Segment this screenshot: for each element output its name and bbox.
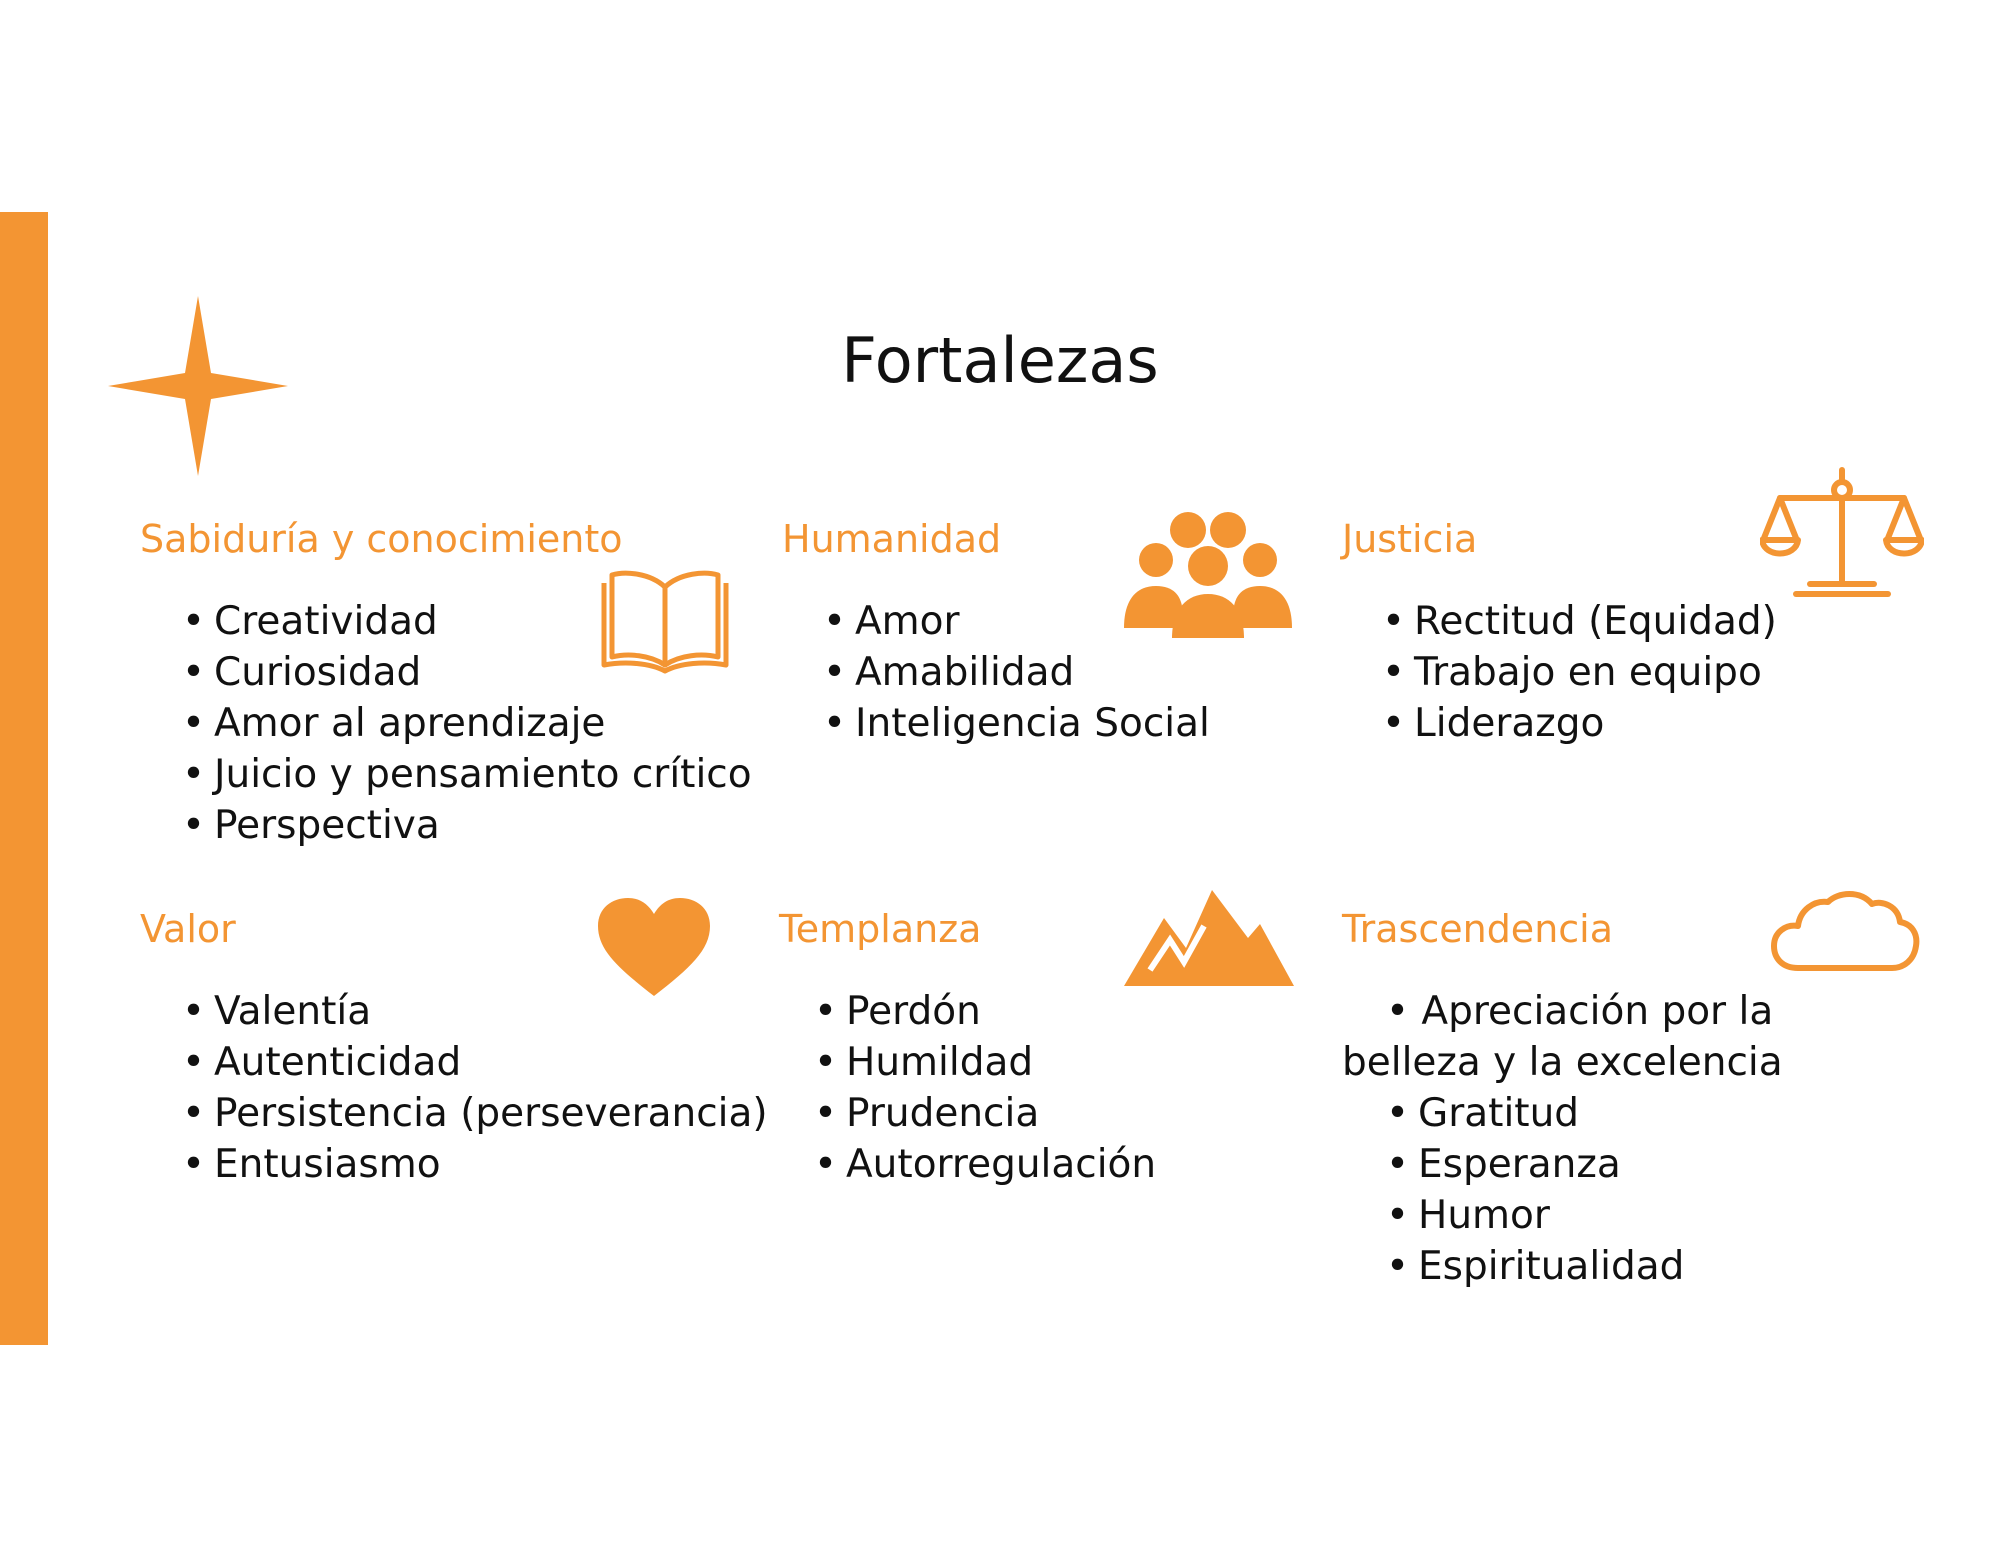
- list-item: Inteligencia Social: [823, 698, 1210, 749]
- list-item: •Esperanza: [1386, 1142, 1621, 1187]
- list-item: Juicio y pensamiento crítico: [182, 749, 752, 800]
- category-title-templanza: Templanza: [779, 907, 982, 951]
- list-item: •Humor: [1386, 1193, 1550, 1238]
- cloud-icon: [1771, 891, 1920, 971]
- list-item: Autorregulación: [814, 1139, 1156, 1190]
- list-justicia: Rectitud (Equidad) Trabajo en equipo Lid…: [1382, 596, 1777, 749]
- list-item: Autenticidad: [182, 1037, 768, 1088]
- category-title-humanidad: Humanidad: [782, 517, 1002, 561]
- list-item: Perdón: [814, 986, 1156, 1037]
- list-templanza: Perdón Humildad Prudencia Autorregulació…: [814, 986, 1156, 1190]
- category-title-justicia: Justicia: [1342, 517, 1478, 561]
- scales-icon: [1760, 467, 1924, 597]
- list-item: Valentía: [182, 986, 768, 1037]
- list-sabiduria: Creatividad Curiosidad Amor al aprendiza…: [182, 596, 752, 851]
- star-icon: [108, 296, 288, 476]
- list-item: • Apreciación por la: [1386, 989, 1774, 1034]
- accent-bar: [0, 212, 48, 1345]
- list-item-continuation: belleza y la excelencia: [1342, 1040, 1783, 1085]
- heart-icon: [598, 898, 710, 996]
- list-item: •Gratitud: [1386, 1091, 1580, 1136]
- list-item: Humildad: [814, 1037, 1156, 1088]
- list-item: Amabilidad: [823, 647, 1210, 698]
- list-item: Prudencia: [814, 1088, 1156, 1139]
- mountain-icon: [1124, 890, 1294, 986]
- list-humanidad: Amor Amabilidad Inteligencia Social: [823, 596, 1210, 749]
- category-title-sabiduria: Sabiduría y conocimiento: [140, 517, 623, 561]
- list-item: Perspectiva: [182, 800, 752, 851]
- category-title-valor: Valor: [140, 907, 236, 951]
- list-item: Rectitud (Equidad): [1382, 596, 1777, 647]
- list-item: Curiosidad: [182, 647, 752, 698]
- list-item: Amor: [823, 596, 1210, 647]
- category-title-trascendencia: Trascendencia: [1342, 907, 1614, 951]
- list-item: Trabajo en equipo: [1382, 647, 1777, 698]
- list-item: Entusiasmo: [182, 1139, 768, 1190]
- list-trascendencia: • Apreciación por la belleza y la excele…: [1342, 986, 1783, 1292]
- list-item: Creatividad: [182, 596, 752, 647]
- list-item: Liderazgo: [1382, 698, 1777, 749]
- list-item: Persistencia (perseverancia): [182, 1088, 768, 1139]
- list-valor: Valentía Autenticidad Persistencia (pers…: [182, 986, 768, 1190]
- list-item: Amor al aprendizaje: [182, 698, 752, 749]
- page-title: Fortalezas: [841, 324, 1159, 397]
- list-item: •Espiritualidad: [1386, 1244, 1685, 1289]
